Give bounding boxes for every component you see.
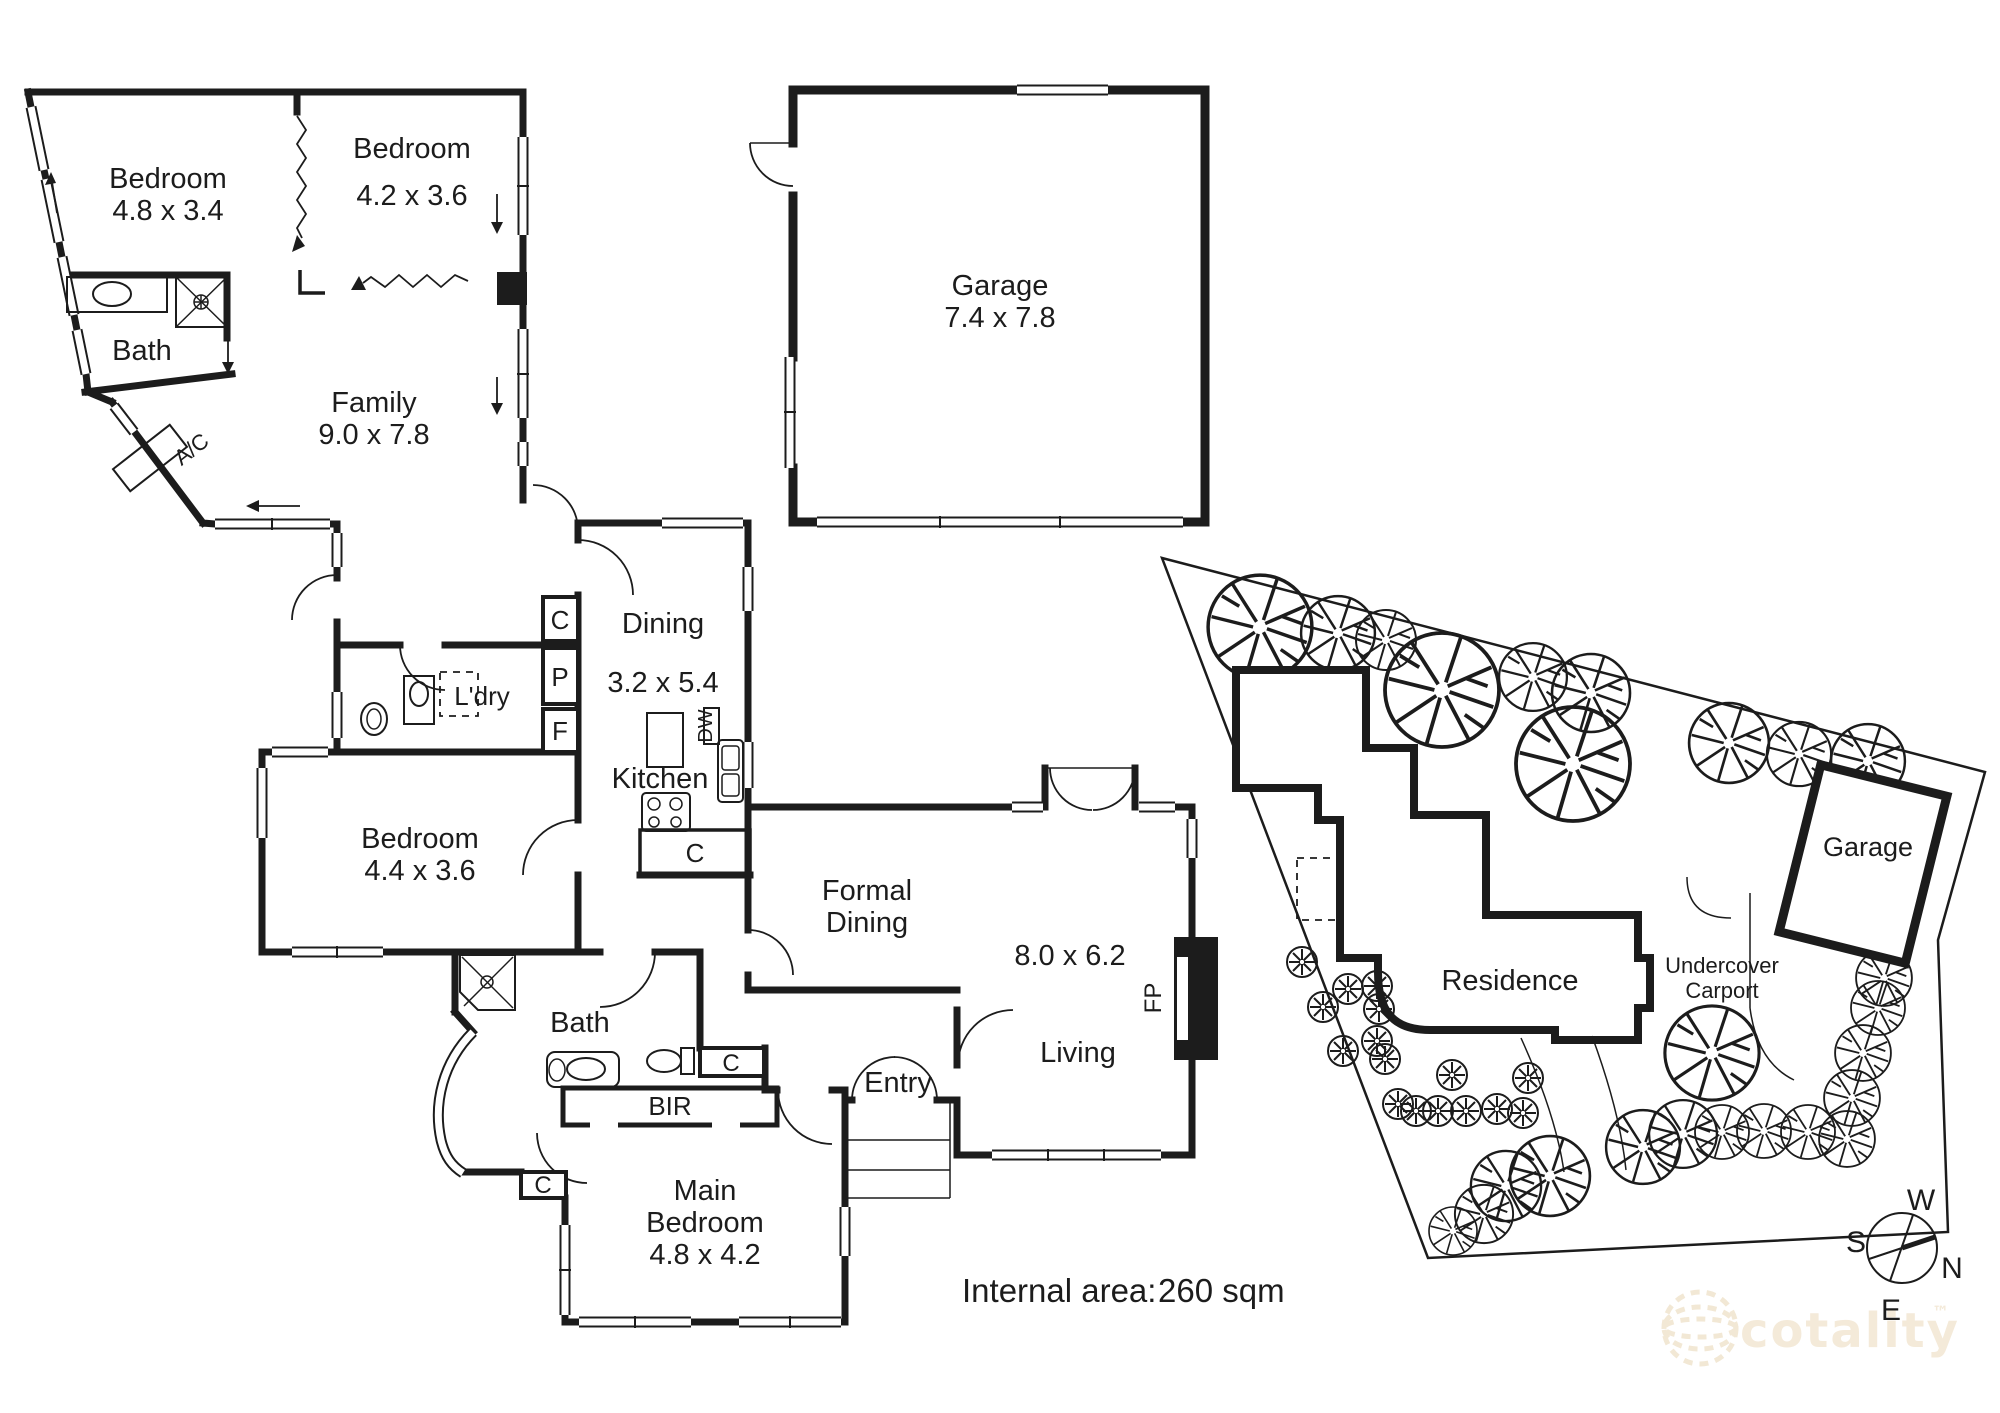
internal-area-label: Internal area: xyxy=(962,1272,1156,1309)
family-dims: 9.0 x 7.8 xyxy=(318,419,429,451)
chimney-block xyxy=(497,272,527,305)
kitchen-label: Kitchen xyxy=(612,763,709,795)
pantry-box xyxy=(541,646,580,706)
cooktop xyxy=(641,792,691,832)
kitchen-sink xyxy=(717,739,744,803)
dining-dims: 3.2 x 5.4 xyxy=(607,667,718,699)
direction-arrows xyxy=(45,172,503,512)
wc-toilet xyxy=(360,702,388,736)
bay-closet-label: C xyxy=(534,1172,551,1199)
site-garage-outline xyxy=(1773,759,1953,969)
watermark-tm: ™ xyxy=(1932,1303,1951,1323)
main-bedroom-label-2: Bedroom xyxy=(646,1207,764,1239)
compass-s: S xyxy=(1846,1226,1866,1259)
compass-w: W xyxy=(1907,1184,1936,1217)
bath1-shower xyxy=(175,276,228,328)
ac-unit xyxy=(111,423,189,493)
bath2-toilet xyxy=(646,1047,695,1075)
bedroom1-label: Bedroom xyxy=(109,163,227,195)
kitchen-closet-box xyxy=(638,828,752,877)
bir-label: BIR xyxy=(648,1091,691,1121)
zigzag-horizontal xyxy=(362,273,469,289)
lot-boundary xyxy=(1159,556,1987,1260)
living-dims: 8.0 x 6.2 xyxy=(1014,940,1125,972)
laundry-label: L'dry xyxy=(454,681,510,711)
site-plan xyxy=(1159,556,1987,1260)
dining-label: Dining xyxy=(622,608,704,640)
bath2-label: Bath xyxy=(550,1007,610,1039)
entry-label: Entry xyxy=(864,1067,932,1099)
watermark-text: cotality xyxy=(1740,1303,1960,1359)
main-bedroom-dims: 4.8 x 4.2 xyxy=(649,1239,760,1271)
dishwasher xyxy=(703,707,720,745)
bath1-basin xyxy=(92,281,132,307)
bath1-label: Bath xyxy=(112,335,172,367)
fireplace-hearth xyxy=(1177,957,1188,1040)
bath2-vanity xyxy=(546,1051,620,1088)
laundry-appliance-dashed xyxy=(439,671,479,717)
family-label: Family xyxy=(331,387,417,419)
corner-mark xyxy=(298,270,325,295)
carport-label-2: Carport xyxy=(1685,978,1758,1003)
windows xyxy=(25,84,1198,1328)
carport-door-arc xyxy=(1686,876,1732,919)
watermark-globe-icon xyxy=(1661,1289,1739,1367)
compass-e: E xyxy=(1881,1294,1901,1327)
fridge-label: F xyxy=(552,716,568,746)
zigzag-vertical xyxy=(295,115,308,239)
bath2-shower xyxy=(459,954,516,1011)
kitchen-closet-label: C xyxy=(686,838,705,868)
bath-closet-box xyxy=(698,1046,766,1078)
formal-dining-label-1: Formal xyxy=(822,875,912,907)
window-mullions xyxy=(271,185,1105,1328)
bay-closet-box xyxy=(519,1170,568,1200)
pantry-label: P xyxy=(551,662,568,692)
compass-circle xyxy=(1866,1212,1938,1284)
residence-label: Residence xyxy=(1441,965,1578,997)
living-label: Living xyxy=(1040,1037,1116,1069)
porch-steps xyxy=(845,1100,951,1199)
bedroom3-dims: 4.4 x 3.6 xyxy=(364,855,475,887)
bath1-vanity xyxy=(66,276,168,313)
internal-area-value: 260 sqm xyxy=(1158,1272,1285,1309)
kitchen-island xyxy=(646,712,684,768)
carport-label-1: Undercover xyxy=(1665,953,1779,978)
room-labels: Bedroom 4.8 x 3.4 Bath Bedroom 4.2 x 3.6… xyxy=(109,133,1913,1271)
built-in-robe xyxy=(560,1085,780,1130)
closet-c-label: C xyxy=(551,605,570,635)
carport-driveway xyxy=(1520,876,1795,1173)
fixtures xyxy=(66,276,951,1200)
fp-label: FP xyxy=(1140,983,1167,1014)
bedroom3-label: Bedroom xyxy=(361,823,479,855)
footer: Internal area: 260 sqm xyxy=(962,1272,1285,1309)
dw-label: DW xyxy=(695,709,717,742)
bath-closet-label: C xyxy=(722,1050,739,1077)
watermark: cotality ™ xyxy=(1661,1289,1960,1367)
garage-dims: 7.4 x 7.8 xyxy=(944,302,1055,334)
garage-label: Garage xyxy=(952,270,1049,302)
bedroom1-dims: 4.8 x 3.4 xyxy=(112,195,223,227)
compass-rose: W S N E xyxy=(1846,1184,1963,1327)
compass-n: N xyxy=(1941,1252,1963,1285)
closet-c-box xyxy=(541,595,580,643)
residence-porch-dashed xyxy=(1296,857,1338,921)
door-arcs xyxy=(291,142,1136,1184)
site-garage-label: Garage xyxy=(1823,832,1913,862)
residence-outline xyxy=(1232,666,1654,1044)
main-bedroom-label-1: Main xyxy=(674,1175,737,1207)
bedroom2-dims: 4.2 x 3.6 xyxy=(356,180,467,212)
bedroom2-label: Bedroom xyxy=(353,133,471,165)
annotations xyxy=(45,115,503,512)
fridge-box xyxy=(541,707,580,754)
fireplace-chimney xyxy=(497,272,1218,1060)
laundry-trough xyxy=(403,675,435,725)
formal-dining-label-2: Dining xyxy=(826,907,908,939)
